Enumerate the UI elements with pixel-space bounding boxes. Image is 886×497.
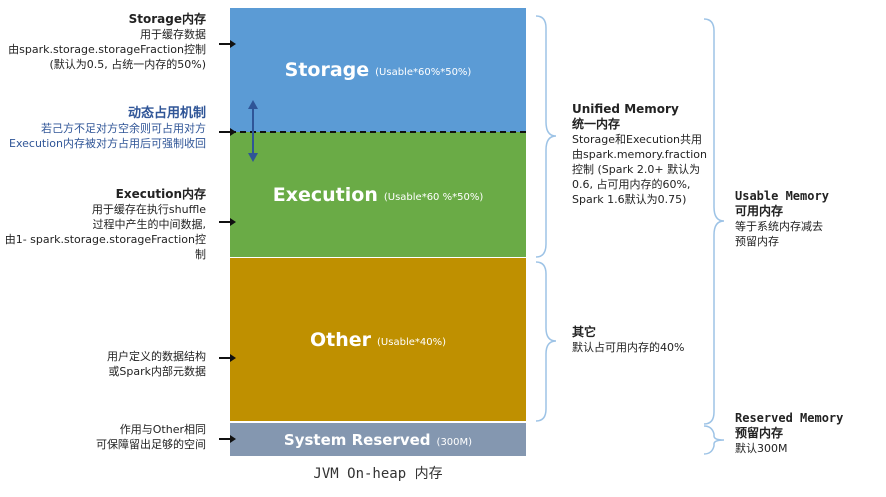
execution-annotation-line: 过程中产生的中间数据,	[92, 218, 207, 231]
double-arrow-icon	[248, 100, 258, 162]
other-sub: (Usable*40%)	[377, 336, 446, 348]
arrow-icon	[219, 128, 236, 136]
reserved-memory-line: 默认300M	[735, 442, 788, 455]
unified-brace-icon	[535, 15, 557, 258]
system-reserved-label: System Reserved	[283, 430, 431, 449]
reserved-memory-annotation: Reserved Memory 预留内存 默认300M	[735, 411, 843, 456]
reserved-brace-icon	[703, 425, 725, 455]
other-memory-annotation: 其它 默认占可用内存的40%	[572, 325, 684, 355]
reserved-memory-title: Reserved Memory	[735, 411, 844, 425]
unified-memory-line: 0.6, 占可用内存的60%,	[572, 178, 691, 191]
dynamic-boundary-line	[230, 131, 526, 133]
other-memory-title: 其它	[572, 325, 597, 339]
storage-block: Storage (Usable*60%*50%)	[230, 8, 526, 132]
storage-annotation-line: (默认为0.5, 占统一内存的50%)	[49, 58, 206, 71]
system-reserved-sub: (300M)	[436, 436, 473, 448]
dynamic-annotation-title: 动态占用机制	[127, 106, 206, 121]
unified-memory-line: Storage和Execution共用	[572, 133, 703, 146]
dynamic-annotation-line: Execution内存被对方占用后可强制收回	[9, 137, 206, 150]
other-label: Other	[310, 328, 372, 351]
storage-annotation-line: 用于缓存数据	[140, 28, 206, 41]
system-annotation-line: 可保障留出足够的空间	[96, 438, 206, 451]
unified-memory-line: 控制 (Spark 2.0+ 默认为	[572, 163, 701, 176]
storage-annotation: Storage内存 用于缓存数据 由spark.storage.storageF…	[8, 12, 206, 72]
unified-memory-title: Unified Memory	[572, 102, 679, 116]
storage-annotation-line: 由spark.storage.storageFraction控制	[8, 43, 206, 56]
execution-annotation: Execution内存 用于缓存在执行shuffle 过程中产生的中间数据, 由…	[0, 187, 206, 262]
jvm-heap-caption: JVM On-heap 内存	[313, 466, 443, 482]
execution-label: Execution	[272, 183, 378, 206]
unified-memory-annotation: Unified Memory 统一内存 Storage和Execution共用 …	[572, 102, 707, 207]
system-annotation-line: 作用与Other相同	[119, 423, 206, 436]
dynamic-annotation: 动态占用机制 若己方不足对方空余则可占用对方 Execution内存被对方占用后…	[9, 106, 206, 151]
unified-memory-line: Spark 1.6默认为0.75)	[572, 193, 687, 206]
execution-annotation-title: Execution内存	[115, 187, 206, 201]
arrow-icon	[219, 218, 236, 226]
other-annotation: 用户定义的数据结构 或Spark内部元数据	[107, 349, 206, 379]
reserved-memory-title-cn: 预留内存	[735, 426, 784, 440]
arrow-icon	[219, 354, 236, 362]
execution-block: Execution (Usable*60 %*50%)	[230, 132, 526, 257]
other-annotation-line: 用户定义的数据结构	[107, 350, 206, 363]
unified-memory-title-cn: 统一内存	[572, 117, 621, 131]
storage-label: Storage	[284, 59, 370, 81]
other-memory-line: 默认占可用内存的40%	[572, 341, 685, 354]
arrow-icon	[219, 435, 236, 443]
storage-annotation-title: Storage内存	[128, 12, 206, 26]
storage-sub: (Usable*60%*50%)	[375, 67, 472, 78]
other-annotation-line: 或Spark内部元数据	[108, 365, 206, 378]
unified-memory-line: 由spark.memory.fraction	[572, 148, 707, 161]
other-brace-icon	[535, 261, 557, 422]
execution-annotation-line: 用于缓存在执行shuffle	[91, 203, 206, 216]
usable-memory-title: Usable Memory	[735, 189, 829, 203]
system-annotation: 作用与Other相同 可保障留出足够的空间	[96, 422, 206, 452]
usable-brace-icon	[703, 18, 725, 425]
dynamic-annotation-line: 若己方不足对方空余则可占用对方	[41, 122, 206, 135]
usable-memory-line: 预留内存	[735, 235, 779, 248]
other-block: Other (Usable*40%)	[230, 258, 526, 421]
execution-sub: (Usable*60 %*50%)	[383, 191, 484, 203]
arrow-icon	[219, 40, 236, 48]
usable-memory-annotation: Usable Memory 可用内存 等于系统内存减去 预留内存	[735, 189, 829, 249]
usable-memory-title-cn: 可用内存	[735, 204, 784, 218]
system-reserved-block: System Reserved (300M)	[230, 423, 526, 456]
execution-annotation-line: 由1- spark.storage.storageFraction控制	[4, 233, 206, 261]
usable-memory-line: 等于系统内存减去	[735, 220, 823, 233]
